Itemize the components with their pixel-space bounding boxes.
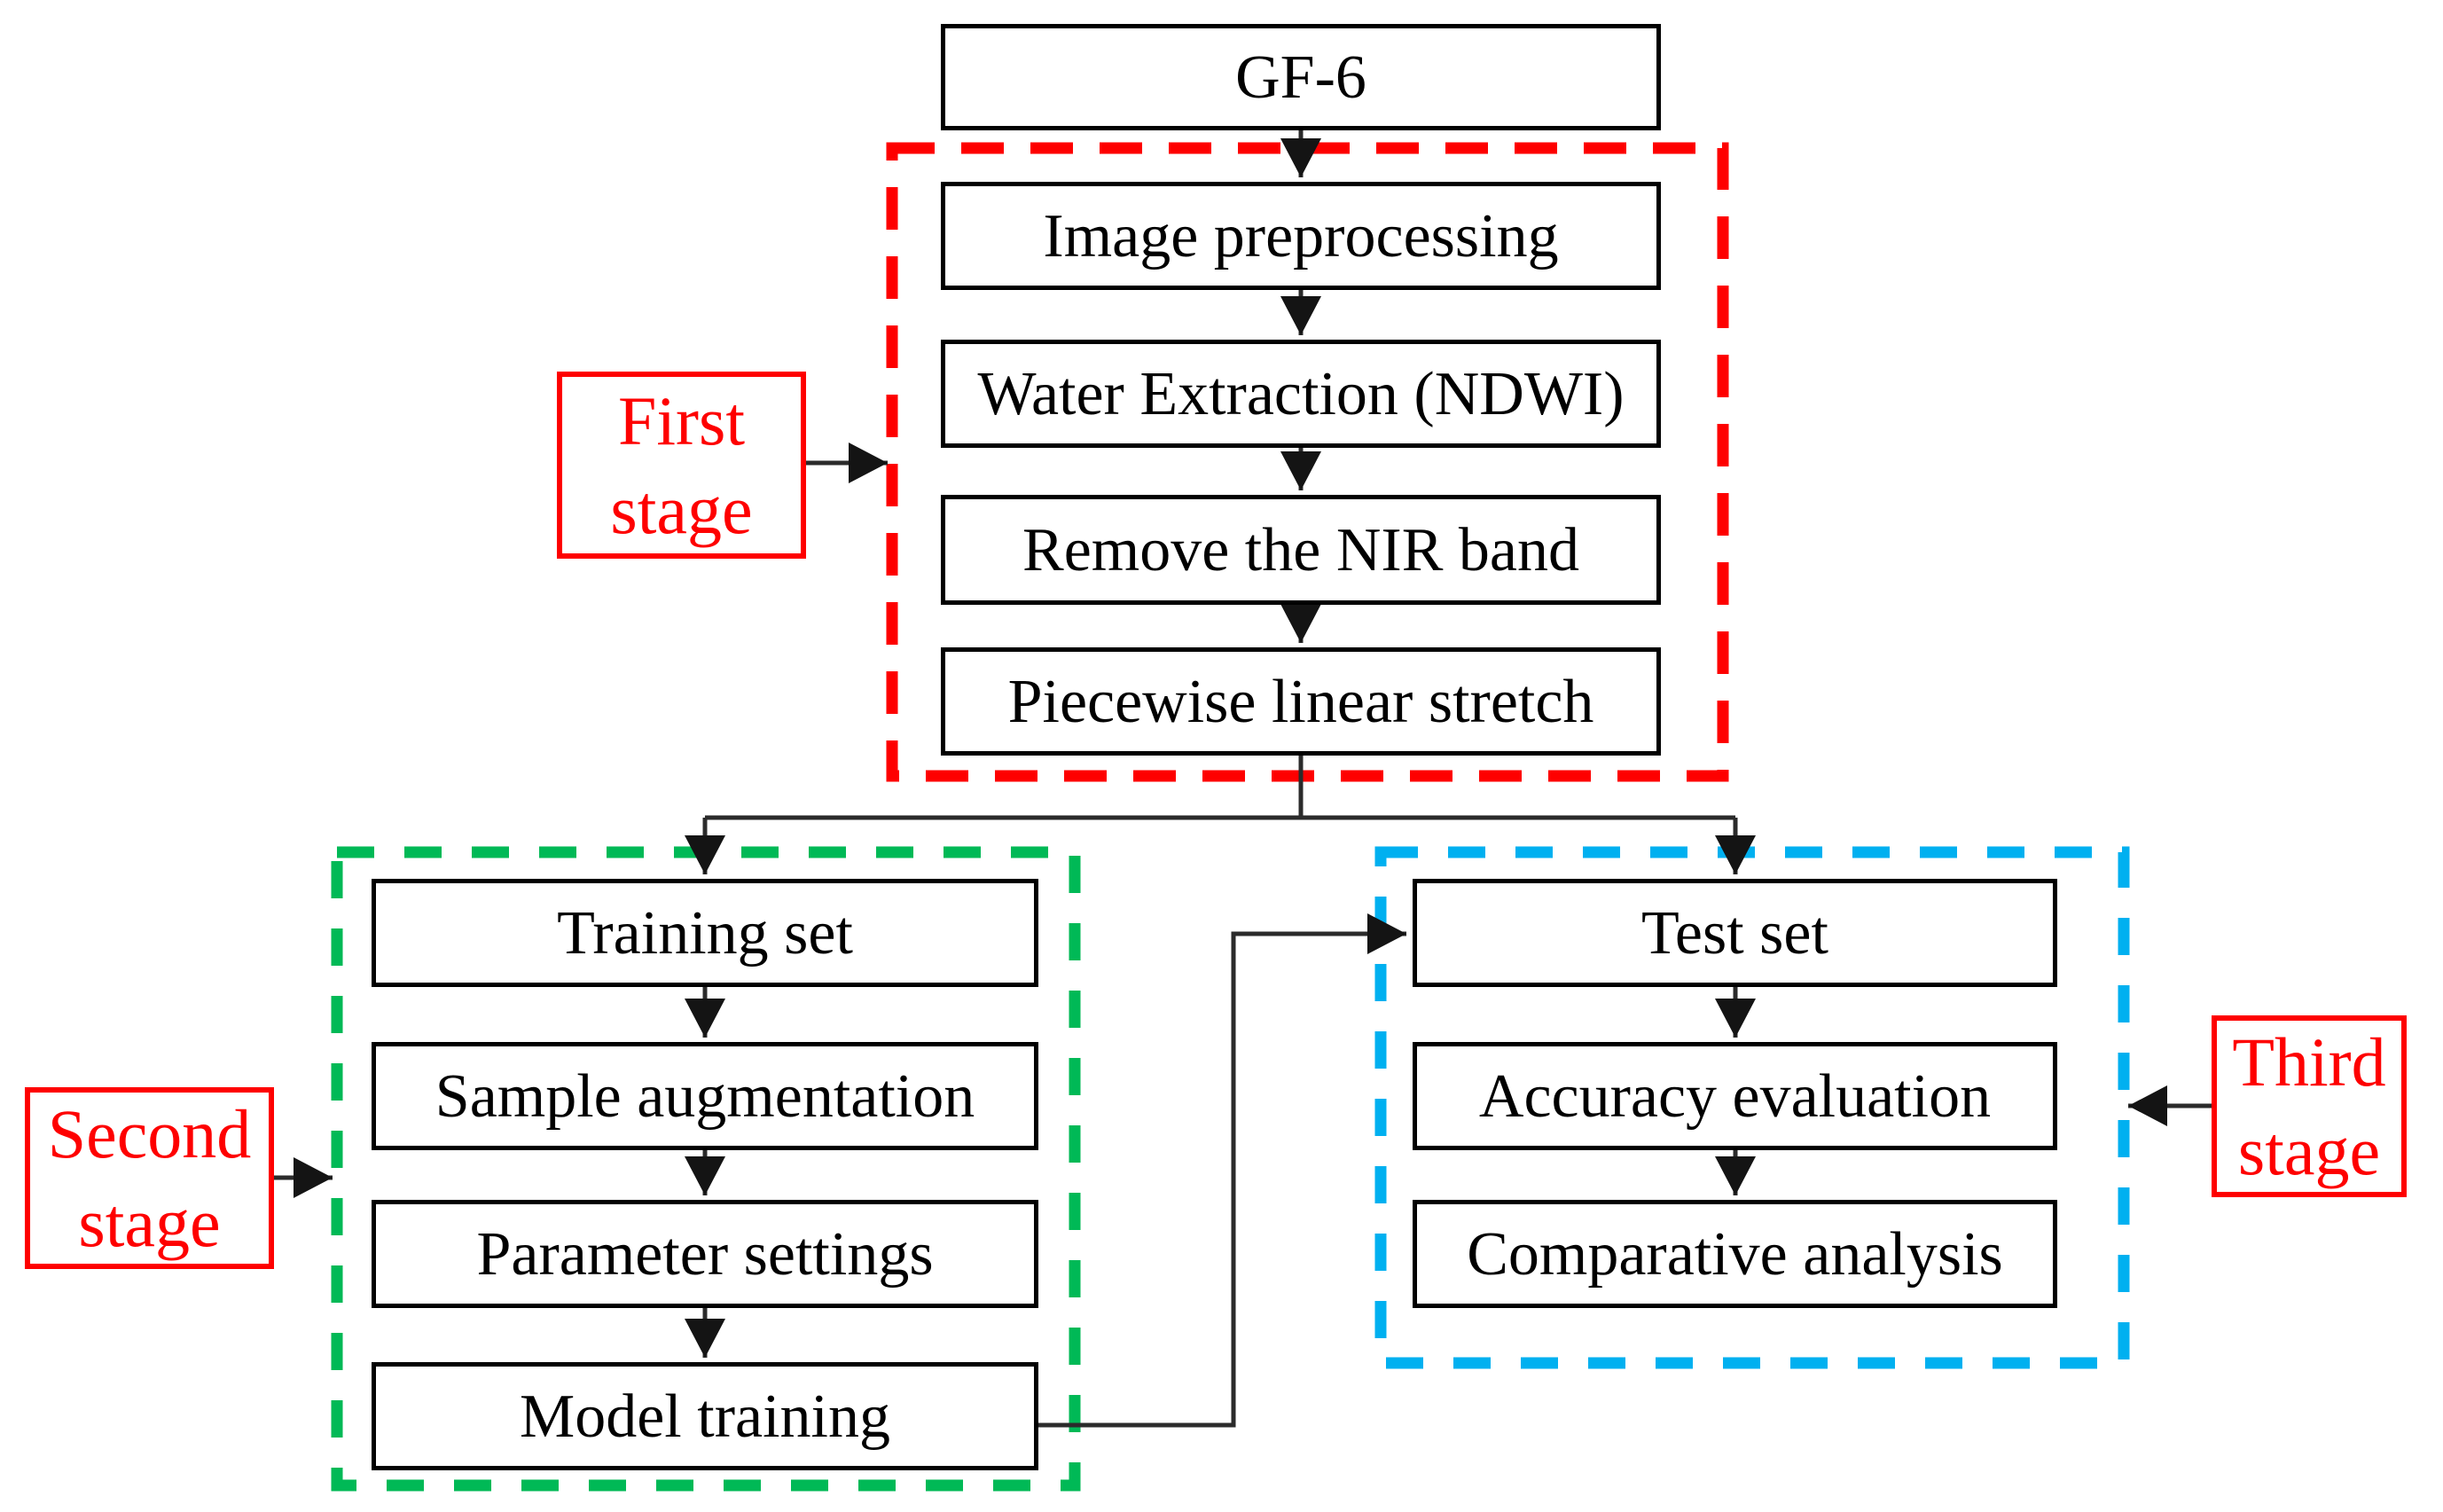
first-stage-label: First stage	[557, 372, 806, 559]
edge-model-training-to-test-set	[1038, 913, 1406, 1428]
node-parameter-settings: Parameter settings	[372, 1200, 1038, 1308]
node-water-extraction-ndwi: Water Extraction (NDWI)	[941, 340, 1661, 448]
node-remove-nir-band: Remove the NIR band	[941, 495, 1661, 605]
node-gf6: GF-6	[941, 24, 1661, 130]
node-model-training: Model training	[372, 1362, 1038, 1470]
third-stage-label: Third stage	[2212, 1015, 2407, 1197]
node-image-preprocessing: Image preprocessing	[941, 182, 1661, 290]
node-accuracy-evaluation: Accuracy evaluation	[1413, 1042, 2057, 1150]
node-piecewise-linear-stretch: Piecewise linear stretch	[941, 647, 1661, 756]
node-comparative-analysis: Comparative analysis	[1413, 1200, 2057, 1308]
node-sample-augmentation: Sample augmentation	[372, 1042, 1038, 1150]
node-training-set: Training set	[372, 879, 1038, 987]
node-test-set: Test set	[1413, 879, 2057, 987]
second-stage-label: Second stage	[25, 1087, 274, 1269]
